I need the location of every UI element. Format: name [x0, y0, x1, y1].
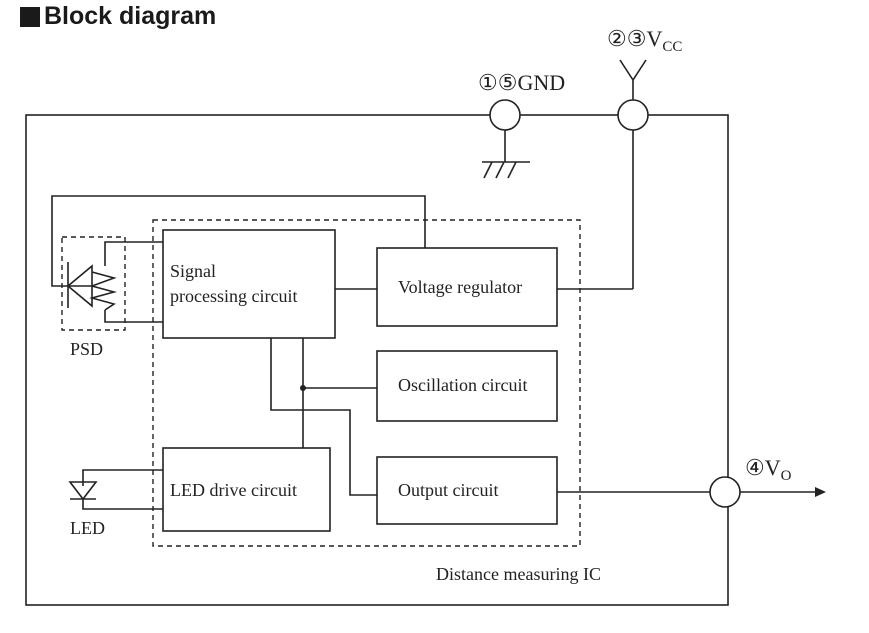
oscillation-block [376, 350, 558, 422]
ic-label: Distance measuring IC [436, 564, 601, 584]
led-drive-block [162, 447, 331, 532]
led-label: LED [70, 518, 105, 538]
output-block [376, 456, 558, 525]
page-title: Block diagram [20, 2, 216, 31]
signal-processing-label-2: processing circuit [170, 286, 297, 306]
square-bullet-icon [20, 6, 40, 27]
voltage-regulator-block [376, 247, 558, 327]
vcc-terminal-icon [619, 59, 647, 81]
package-outline [25, 114, 729, 606]
gnd-pin [489, 99, 521, 131]
photodiode-icon [66, 262, 118, 311]
output-label: Output circuit [398, 480, 498, 500]
led-diode-icon [68, 481, 98, 501]
led-drive-label: LED drive circuit [170, 480, 297, 500]
voltage-regulator-label: Voltage regulator [398, 277, 522, 297]
psd-label: PSD [70, 339, 103, 359]
psd-boundary [61, 236, 126, 331]
vo-pin-label: ④VO [745, 455, 792, 484]
output-arrow-icon [815, 487, 826, 497]
vo-pin [709, 476, 741, 508]
gnd-pin-label: ①⑤GND [478, 70, 565, 95]
vcc-pin-label: ②③VCC [607, 26, 682, 55]
ic-boundary [152, 219, 581, 547]
vcc-pin [617, 99, 649, 131]
oscillation-label: Oscillation circuit [398, 375, 527, 395]
signal-processing-label-1: Signal [170, 261, 216, 281]
signal-processing-block [162, 229, 336, 339]
page-title-text: Block diagram [44, 2, 217, 30]
ground-symbol-icon [482, 161, 530, 179]
